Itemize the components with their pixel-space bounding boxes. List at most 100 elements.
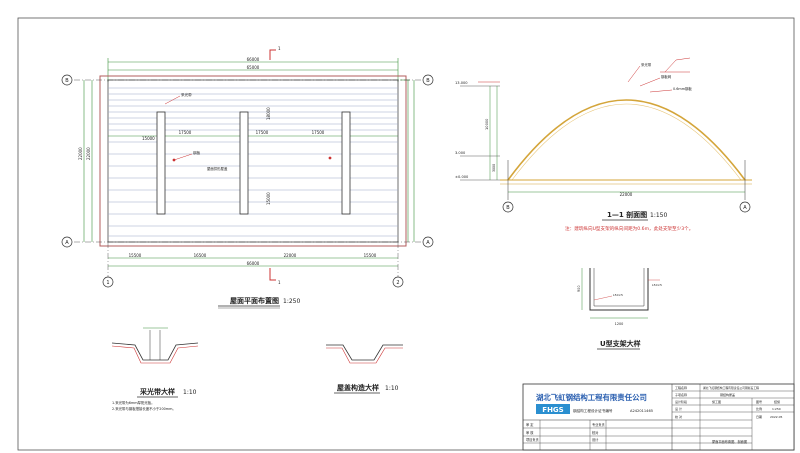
skylight-strip-3 [341, 111, 351, 215]
plan-overall-width: 66000 [247, 57, 260, 62]
skylight-note-1: 1.采光带为6mm厚阳光板。 [112, 400, 155, 405]
purlin-lines [108, 87, 398, 237]
plan-bay-top-3: 17500 [312, 130, 325, 135]
tb-left-col-3: 设计 [592, 437, 599, 442]
skylight-scale: 1:10 [183, 389, 197, 396]
roof-plan: 66000 65000 17500 17500 17500 15000 1800… [61, 46, 434, 309]
tb-r2-value: 钢结构屋盖 [720, 392, 735, 397]
u-bracket-width: 1200 [615, 322, 624, 326]
section-mark-top [269, 49, 276, 60]
section-mark-bottom [269, 268, 276, 281]
plan-inner-depth: 22000 [86, 147, 91, 160]
section-note: 注：建筑纵向U型支架的纵向间距为0.6m，此处支架至少3个。 [565, 225, 693, 232]
tb-left-col-1: 专业负责 [592, 422, 605, 427]
section-title: 1—1 剖面图 [607, 210, 647, 219]
tb-r3-value: 施工图 [712, 399, 721, 404]
grid-bubble-2 [392, 276, 404, 288]
skylight-note-2: 2.采光带与钢板搭接长度不小于200mm。 [112, 406, 176, 411]
arch-inner [511, 103, 742, 181]
strip-dim-2: 18000 [266, 107, 271, 120]
section-callout-2: 钢板网 [661, 74, 672, 79]
section-axis-b-label: B [506, 205, 510, 211]
skylight-detail: 采光带大样 1:10 1.采光带为6mm厚阳光板。 2.采光带与钢板搭接长度不小… [111, 327, 199, 411]
strip-dim-3: 15000 [266, 192, 271, 205]
section-height: 10000 [485, 118, 489, 130]
level-mid: 3.000 [455, 151, 466, 155]
grid-label-2: 2 [396, 280, 399, 286]
u-bracket-title: U型支架大样 [600, 339, 641, 348]
tb-r1-value: 湖北飞虹钢结构工程有限责任公司钢屋盖工程 [703, 386, 759, 390]
skylight-title: 采光带大样 [139, 387, 175, 396]
tb-r5-label2: 日期 [756, 414, 762, 419]
section-base: 3000 [492, 164, 496, 172]
tb-r5-label: 校 对 [675, 414, 682, 419]
company-name: 湖北飞虹钢结构工程有限责任公司 [536, 393, 647, 402]
grid-bubble-a-right [422, 236, 434, 248]
drawing-name: 屋面平面布置图、剖面图 [712, 439, 747, 444]
tb-r4-label2: 比例 [756, 406, 762, 411]
arch-outer [507, 99, 746, 181]
title-block: 湖北飞虹钢结构工程有限责任公司 FHGS 钢结构工程设计证书编号 A242011… [522, 383, 795, 451]
strip-dim-1: 15000 [142, 136, 155, 141]
u-bracket-detail: 900 1200 L50×5 L50×5 U型支架大样 [577, 268, 662, 350]
u-bracket-callout-1: L50×5 [613, 293, 623, 297]
grid-bubble-b-right [422, 74, 434, 86]
plan-note-b: 钢板 [193, 150, 201, 155]
skylight-strip-1 [156, 111, 166, 215]
tb-left-row-3: 项目负责 [526, 437, 539, 442]
project-cert: 钢结构工程设计证书编号 [573, 408, 613, 413]
u-bracket-callout-2: L50×5 [652, 283, 662, 287]
plan-outline [99, 75, 407, 247]
plan-overall-depth: 22000 [78, 147, 83, 160]
company-logo [536, 404, 570, 414]
tb-r1-label: 工程名称 [675, 385, 687, 390]
skylight-profile [111, 342, 199, 361]
grid-label-1: 1 [106, 280, 109, 286]
grid-label-b-left: B [65, 78, 69, 84]
plan-scale: 1:250 [283, 298, 300, 305]
plan-bay-bottom-3: 22000 [284, 253, 297, 258]
roof-detail-scale: 1:10 [385, 385, 399, 392]
plan-bay-top-1: 17500 [179, 130, 192, 135]
plan-note-c: 屋面拱形屋盖 [207, 166, 228, 171]
section-callout-3: 0.6mm钢板 [673, 86, 692, 91]
plan-bay-bottom-4: 15500 [364, 253, 377, 258]
skylight-strip-2 [239, 111, 249, 215]
tb-r3-label2: 图号 [756, 399, 762, 404]
section-1-1: 22000 13.000 3.000 ±0.000 10000 3000 采光带… [455, 57, 752, 232]
logo-text: FHGS [542, 406, 563, 414]
section-callout-1: 采光带 [641, 62, 652, 67]
tb-r2-label: 子项名称 [675, 392, 687, 397]
grid-label-b-right: B [426, 78, 430, 84]
section-mark-bottom-label: 1 [278, 280, 281, 285]
grid-label-a-right: A [426, 240, 430, 246]
roof-profile [326, 344, 403, 361]
tb-r4-value2: 1:250 [772, 407, 781, 411]
section-scale: 1:150 [650, 212, 667, 219]
section-mark-top-label: 1 [278, 46, 281, 51]
plan-bay-bottom-2: 16500 [194, 253, 207, 258]
plan-inner-width: 65000 [247, 65, 260, 70]
section-span: 22000 [620, 192, 633, 197]
cert-number: A242011465 [630, 409, 653, 413]
grid-bubble-a-left [61, 236, 73, 248]
tb-left-row-2: 审 核 [526, 430, 534, 435]
plan-bottom-overall: 66000 [247, 261, 260, 266]
tb-r5-value2: 2022.05 [770, 415, 782, 419]
level-top: 13.000 [455, 81, 468, 85]
roof-construction-detail: 屋盖构造大样 1:10 [326, 344, 403, 394]
u-bracket-shape [589, 268, 649, 311]
tb-r4-label: 设 计 [675, 406, 682, 411]
plan-bay-bottom-1: 15500 [129, 253, 142, 258]
tb-left-row-1: 审 定 [526, 422, 534, 427]
section-axis-b [502, 201, 514, 213]
plan-note-a: 采光带 [181, 92, 192, 97]
tb-r3-label: 设计阶段 [675, 399, 687, 404]
grid-label-a-left: A [65, 240, 69, 246]
tb-left-col-2: 校对 [592, 430, 599, 435]
section-axis-a [739, 201, 751, 213]
grid-bubble-1 [102, 276, 114, 288]
sheet-border [17, 17, 795, 451]
section-axis-a-label: A [743, 205, 747, 211]
level-low: ±0.000 [455, 175, 469, 179]
